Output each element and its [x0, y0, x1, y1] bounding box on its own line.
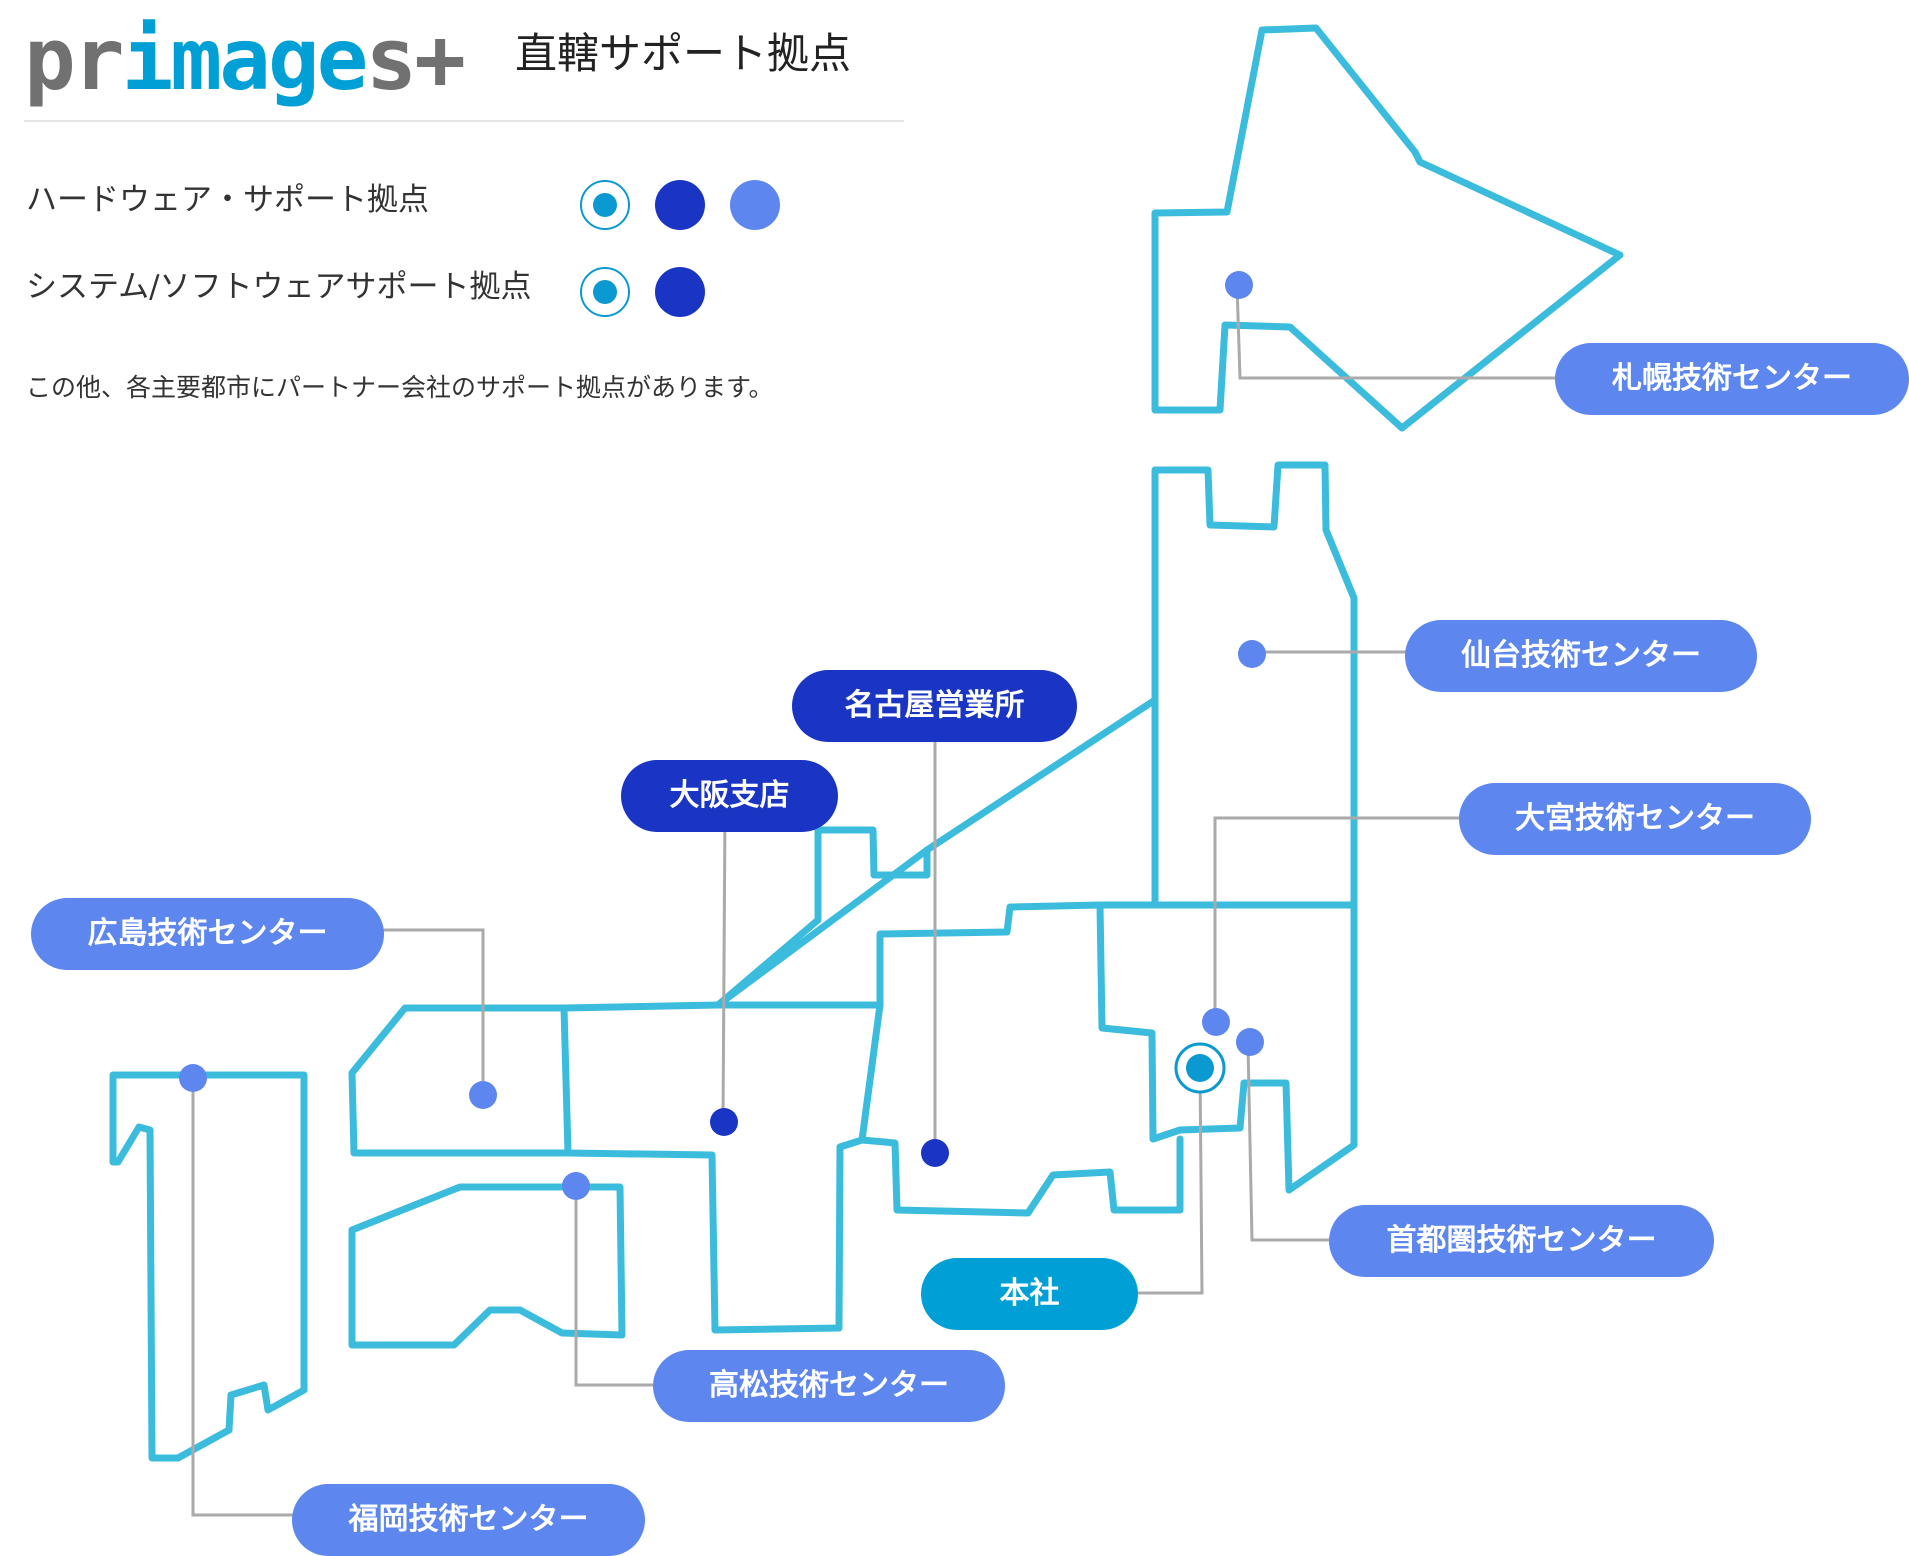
label-sendai: 仙台技術センター	[1405, 620, 1757, 692]
marker-sapporo	[1225, 271, 1253, 299]
leader-line-shutoken	[1246, 1044, 1330, 1242]
primages-logo: primages+	[24, 17, 484, 103]
label-sapporo: 札幌技術センター	[1555, 343, 1909, 415]
region-kyushu	[109, 1071, 308, 1462]
label-fukuoka: 福岡技術センター	[292, 1484, 645, 1556]
label-takamatsu: 高松技術センター	[653, 1350, 1005, 1422]
region-chugoku	[348, 1004, 572, 1157]
map-outline	[109, 24, 1624, 1462]
label-hiroshima: 広島技術センター	[31, 898, 384, 970]
leader-line-omiya	[1213, 816, 1462, 1022]
label-osaka: 大阪支店	[621, 760, 838, 832]
leader-lines	[191, 284, 1560, 1517]
leader-line-honsha	[1138, 1067, 1204, 1295]
marker-honsha	[1174, 1042, 1226, 1094]
legend-hardware-head-office-marker	[580, 180, 630, 230]
marker-nagoya	[921, 1139, 949, 1167]
header-divider	[24, 120, 904, 122]
page-title: 直轄サポート拠点	[515, 29, 852, 78]
legend-hardware-branch-marker	[655, 180, 705, 230]
leader-line-sapporo	[1235, 284, 1560, 380]
legend-system-head-office-marker	[580, 267, 630, 317]
marker-takamatsu	[562, 1172, 590, 1200]
label-honsha: 本社	[921, 1258, 1138, 1330]
region-tohoku	[1151, 461, 1358, 909]
logo-part-s-plus: s+	[365, 10, 466, 110]
marker-hiroshima	[469, 1081, 497, 1109]
region-kinki	[560, 1001, 866, 1334]
region-hokkaido	[1151, 24, 1624, 432]
legend-system-label: システム/ソフトウェアサポート拠点	[26, 269, 532, 305]
logo-part-image: image	[121, 10, 369, 110]
marker-osaka	[710, 1108, 738, 1136]
label-shutoken: 首都圏技術センター	[1329, 1205, 1714, 1277]
marker-shutoken	[1236, 1028, 1264, 1056]
marker-fukuoka	[179, 1064, 207, 1092]
partner-note: この他、各主要都市にパートナー会社のサポート拠点があります。	[26, 373, 774, 402]
region-tokai	[858, 1001, 1184, 1217]
region-kanto	[1096, 901, 1358, 1194]
leader-line-osaka	[721, 809, 727, 1123]
legend-hardware-label: ハードウェア・サポート拠点	[26, 182, 429, 218]
legend-hardware-tech-center-marker	[730, 180, 780, 230]
marker-omiya	[1202, 1008, 1230, 1036]
leader-line-hiroshima	[383, 928, 485, 1095]
legend-system-branch-marker	[655, 267, 705, 317]
location-markers	[179, 271, 1266, 1200]
region-hokuriku	[714, 826, 931, 1009]
leader-line-takamatsu	[574, 1186, 653, 1387]
logo-part-pr: pr	[24, 10, 125, 110]
label-omiya: 大宮技術センター	[1459, 783, 1811, 855]
region-shikoku	[348, 1183, 626, 1349]
label-nagoya: 名古屋営業所	[792, 670, 1077, 742]
marker-sendai	[1238, 640, 1266, 668]
leader-line-fukuoka	[191, 1078, 293, 1517]
